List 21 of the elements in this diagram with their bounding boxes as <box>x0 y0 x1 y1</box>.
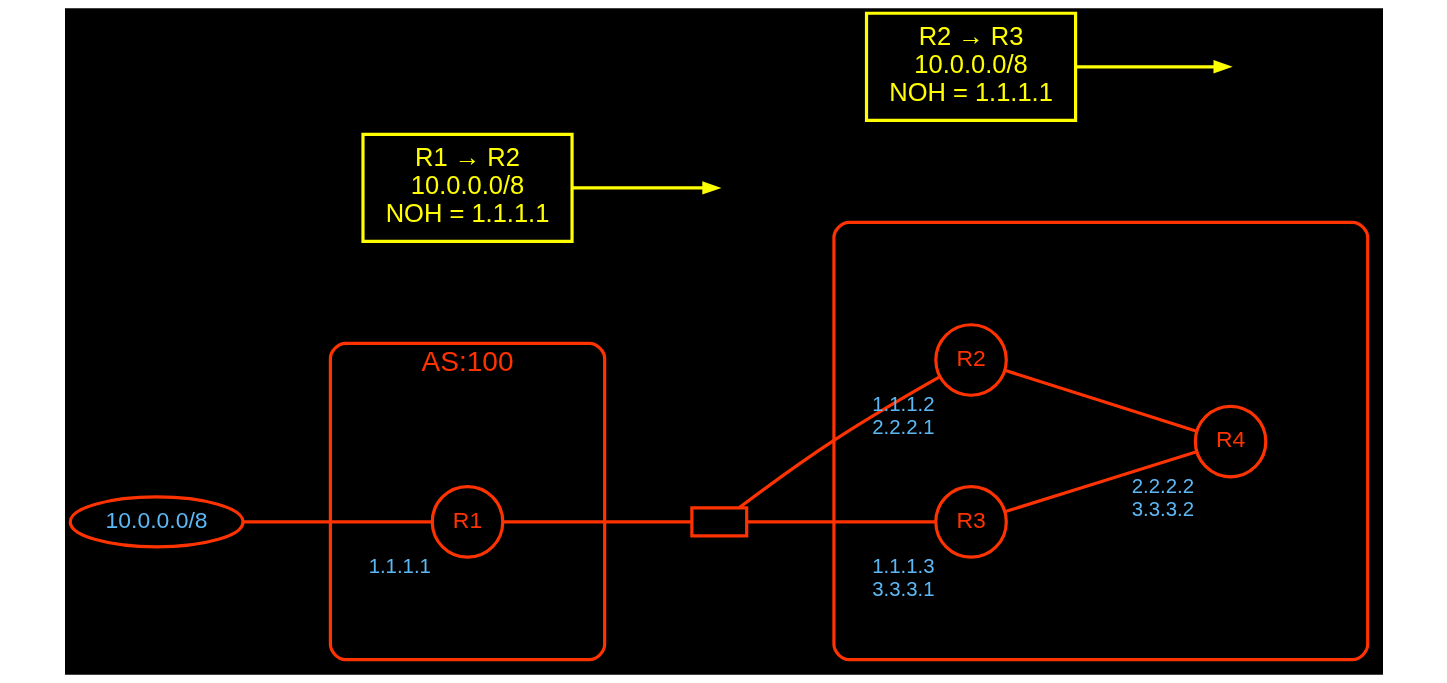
node-label: 1.1.1.3 <box>871 555 934 578</box>
connector <box>1003 368 1197 433</box>
connector <box>242 520 432 524</box>
arrow <box>571 181 721 195</box>
node-circle: R4 <box>1193 404 1267 479</box>
connector <box>502 520 691 524</box>
node-ellipse: 10.0.0.0/8 <box>68 495 245 549</box>
node-label: 2.2.2.2 <box>1131 475 1194 498</box>
node-box: R1 → R2 10.0.0.0/8 NOH = 1.1.1.1 <box>360 132 574 244</box>
node-label: 2.2.2.1 <box>871 416 934 439</box>
node-label: 3.3.3.2 <box>1131 497 1194 520</box>
node-label: 3.3.3.1 <box>871 578 934 601</box>
node-circle: R1 <box>430 485 504 559</box>
node-circle: R3 <box>933 485 1008 559</box>
node-label: 1.1.1.1 <box>368 555 431 578</box>
node-box <box>689 506 748 538</box>
arrow <box>1075 60 1233 74</box>
node-box: R2 → R3 10.0.0.0/8 NOH = 1.1.1.1 <box>864 11 1077 122</box>
node-circle: R2 <box>933 323 1008 397</box>
connector <box>1003 450 1197 514</box>
connector <box>746 520 936 524</box>
